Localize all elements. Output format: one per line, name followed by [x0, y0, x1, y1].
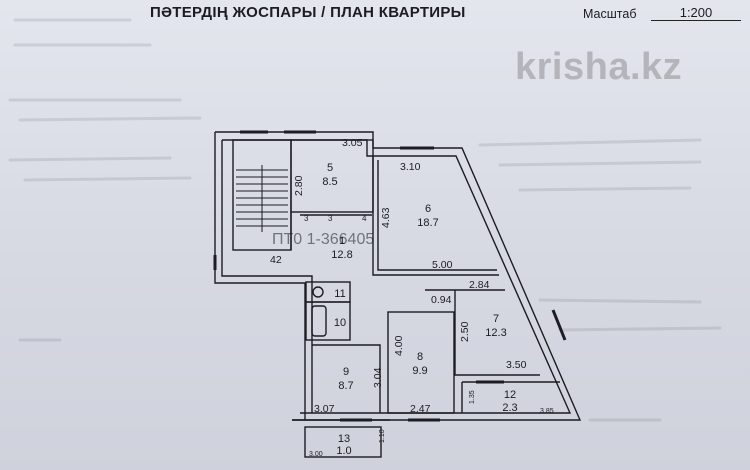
dim-label: 0.94	[431, 294, 452, 306]
dim-label: 4.00	[393, 335, 405, 356]
room-13-balcony	[304, 426, 382, 458]
room-8-area: 9.9	[412, 365, 427, 377]
room-7-area: 12.3	[485, 327, 506, 339]
dim-label: 3.50	[506, 359, 527, 371]
dim-label: 3.85	[540, 408, 554, 415]
room-9-number: 9	[343, 366, 349, 378]
room-13-number: 13	[338, 433, 350, 445]
stair-steps	[236, 165, 288, 232]
window-marks	[213, 130, 567, 422]
room-12-number: 12	[504, 389, 516, 401]
watermark-logo: krisha.kz	[515, 46, 683, 88]
dim-label: 4	[362, 214, 367, 223]
dim-label: 4.63	[380, 207, 392, 228]
room-7-walls	[454, 290, 540, 376]
room-1-area: 12.8	[331, 249, 352, 261]
plan-code: ПТ0 1-366405	[272, 231, 374, 248]
room-6-area: 18.7	[417, 217, 438, 229]
room-8-walls	[387, 311, 455, 414]
dim-label: 3.00	[309, 451, 323, 458]
dim-label: 1.35	[469, 390, 476, 404]
dim-label: 2.47	[410, 403, 431, 415]
west-wall	[214, 132, 306, 420]
dim-label: 3.07	[314, 403, 335, 415]
dim-label: 1.10	[379, 429, 386, 443]
dim-label: 5.00	[432, 259, 453, 271]
room-8-number: 8	[417, 351, 423, 363]
room-9-walls	[312, 344, 381, 413]
scale-value: 1:200	[651, 5, 741, 21]
room-13-area: 1.0	[336, 445, 351, 457]
dim-label: 3.05	[342, 137, 363, 149]
dim-label: 3	[328, 214, 333, 223]
dim-label: 2.84	[469, 279, 490, 291]
room-12-area: 2.3	[502, 402, 517, 414]
dim-label: 3.04	[372, 367, 384, 388]
room-5-area: 8.5	[322, 176, 337, 188]
room-7-number: 7	[493, 313, 499, 325]
room-10-walls	[305, 301, 351, 341]
dim-label: 2.50	[459, 321, 471, 342]
dim-label: 42	[270, 254, 282, 266]
room-11-number: 11	[334, 288, 345, 300]
dim-label: 3.10	[400, 161, 421, 173]
room-9-area: 8.7	[338, 380, 353, 392]
bathtub-icon	[311, 305, 327, 337]
toilet-icon	[312, 286, 324, 298]
dim-label: 3	[304, 214, 309, 223]
room-6-inner	[377, 160, 497, 271]
room-5-number: 5	[327, 162, 333, 174]
plan-title: ПӘТЕРДІҢ ЖОСПАРЫ / ПЛАН КВАРТИРЫ	[150, 4, 466, 21]
room-10-number: 10	[334, 317, 346, 329]
room-6-walls	[372, 156, 499, 276]
room-1-number: 1	[339, 235, 345, 247]
scale-label: Масштаб	[583, 7, 637, 21]
dim-label: 2.80	[293, 175, 305, 196]
room-6-number: 6	[425, 203, 431, 215]
